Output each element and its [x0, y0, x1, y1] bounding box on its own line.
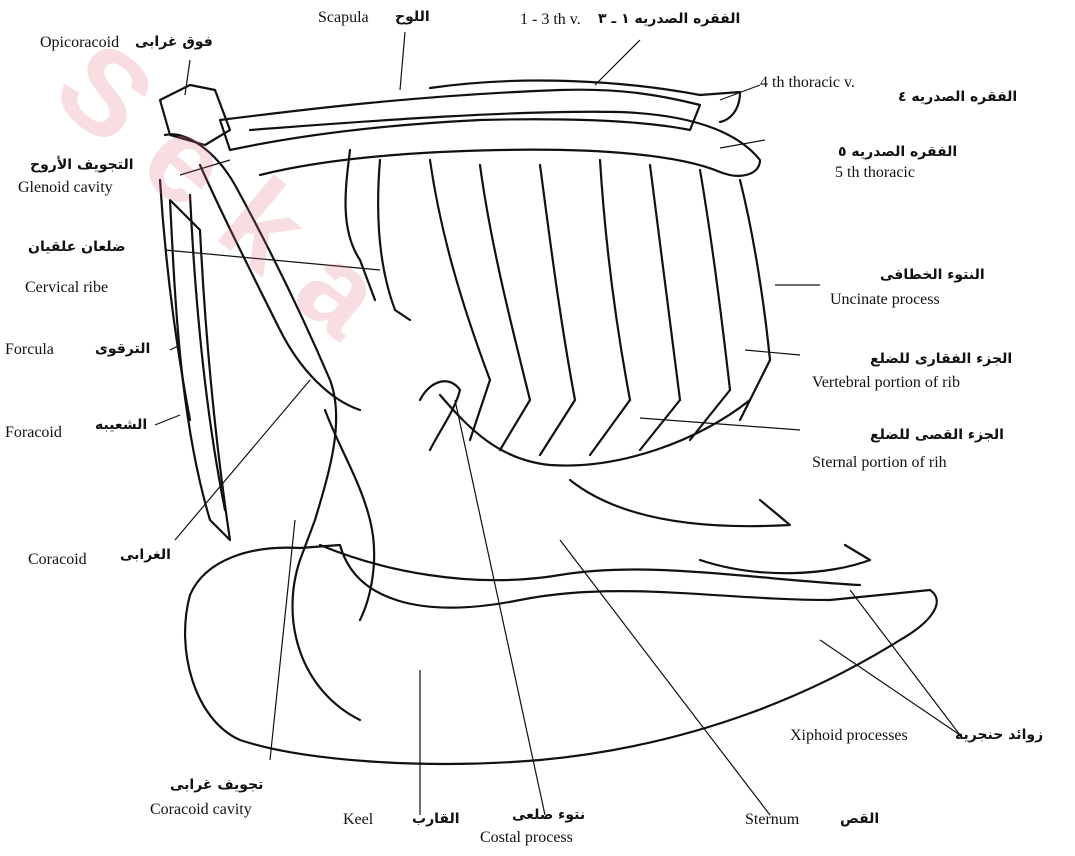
- label-furcula-ar: الترقوى: [95, 342, 150, 356]
- label-scapula-en: Scapula: [318, 10, 369, 26]
- label-coracoid-ar: الغرابى: [120, 548, 171, 562]
- label-keel-ar: القارب: [412, 812, 460, 826]
- label-costal-en: Costal process: [480, 830, 573, 846]
- label-costal-ar: نتوء ضلعى: [512, 808, 585, 822]
- label-cervical-ar: ضلعان علقيان: [28, 240, 126, 254]
- vertebral-column: [250, 112, 760, 176]
- keel-inner-curve: [293, 560, 361, 720]
- label-xiphoid-ar: زوائد حنجريه: [955, 728, 1043, 742]
- rib-6: [600, 160, 630, 400]
- coracoid-shape: [165, 134, 360, 560]
- label-coracoid-en: Coracoid: [28, 552, 87, 568]
- label-thoracic-5-ar: الفقره الصدريه ٥: [838, 145, 957, 159]
- label-keel-en: Keel: [343, 812, 373, 828]
- label-foracoid-en: Foracoid: [5, 425, 62, 441]
- xiphoid-2: [700, 545, 870, 573]
- label-vertebral-rib-ar: الجزء الفقارى للضلع: [870, 352, 1012, 366]
- sternal-ribs: [470, 360, 770, 455]
- label-glenoid-ar: التجويف الأروح: [30, 158, 134, 172]
- label-sternum-en: Sternum: [745, 812, 799, 828]
- rib-2: [378, 160, 410, 320]
- label-xiphoid-en: Xiphoid processes: [790, 728, 908, 744]
- label-thoracic-1-3-ar: الفقره الصدريه ١ ـ ٣: [598, 12, 740, 26]
- label-opicoracoid-ar: فوق غرابى: [135, 35, 213, 49]
- label-thoracic-1-3-en: 1 - 3 th v.: [520, 12, 581, 28]
- rib-3: [430, 160, 490, 380]
- label-uncinate-ar: النتوء الخطافى: [880, 268, 985, 282]
- rib-5: [540, 165, 575, 400]
- opicoracoid-shape: [160, 85, 230, 145]
- label-foracoid-ar: الشعيبه: [95, 418, 147, 432]
- label-thoracic-4-en: 4 th thoracic v.: [760, 75, 855, 91]
- scapula-shape: [220, 90, 700, 150]
- rib-4: [480, 165, 530, 400]
- label-coracoid-cavity-ar: تجويف غرابى: [170, 778, 263, 792]
- label-furcula-en: Forcula: [5, 342, 54, 358]
- label-sternal-rib-en: Sternal portion of rih: [812, 455, 947, 471]
- rib-8: [700, 170, 730, 390]
- label-cervical-en: Cervical ribe: [25, 280, 108, 296]
- label-thoracic-5-en: 5 th thoracic: [835, 165, 915, 181]
- rib-7: [650, 165, 680, 400]
- label-glenoid-en: Glenoid cavity: [18, 180, 113, 196]
- label-opicoracoid-en: Opicoracoid: [40, 35, 119, 51]
- rib-9: [740, 180, 770, 360]
- label-sternal-rib-ar: الجزء القصى للضلع: [870, 428, 1004, 442]
- sternal-base: [440, 395, 750, 466]
- label-vertebral-rib-en: Vertebral portion of rib: [812, 375, 960, 391]
- label-uncinate-en: Uncinate process: [830, 292, 940, 308]
- coracoid-lower: [325, 410, 374, 620]
- costal-process: [420, 381, 460, 450]
- xiphoid-1: [570, 480, 790, 526]
- label-sternum-ar: القص: [840, 812, 879, 826]
- label-thoracic-4-ar: الفقره الصدريه ٤: [898, 90, 1017, 104]
- label-scapula-ar: اللوح: [395, 10, 430, 24]
- label-coracoid-cavity-en: Coracoid cavity: [150, 802, 252, 818]
- rib-1: [346, 150, 375, 300]
